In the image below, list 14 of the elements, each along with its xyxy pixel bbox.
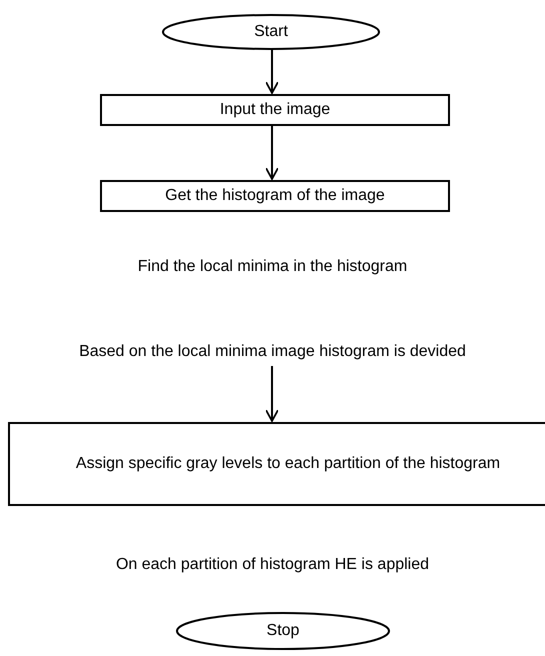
arrow	[265, 126, 279, 180]
process-box	[100, 180, 450, 212]
step-text: On each partition of histogram HE is applied	[114, 556, 430, 574]
step-label: Start	[254, 22, 288, 42]
step-label: Get the histogram of the image	[165, 186, 385, 206]
step-label: Input the image	[220, 100, 330, 120]
process-box	[100, 94, 450, 126]
process-box	[8, 422, 545, 506]
step-label: Based on the local minima image histogram is devided	[79, 342, 466, 362]
step-label: Assign specific gray levels to each partition of the histogram	[76, 454, 500, 474]
arrow	[265, 366, 279, 422]
arrow	[265, 50, 279, 94]
step-text: Find the local minima in the histogram	[136, 258, 408, 276]
step-label: Stop	[266, 621, 300, 642]
